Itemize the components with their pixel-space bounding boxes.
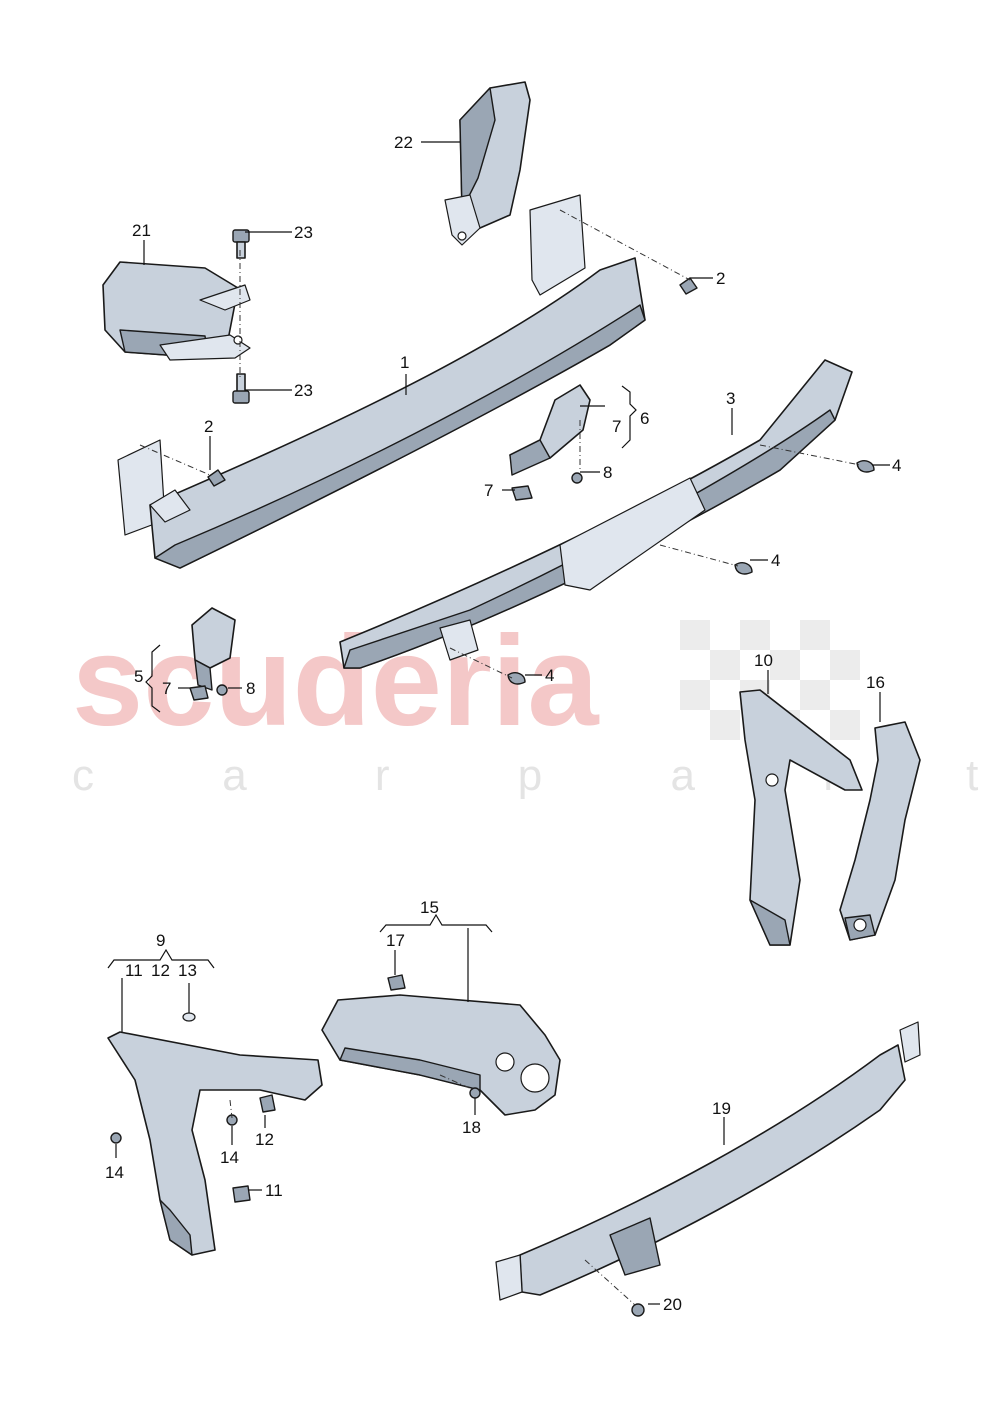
part-15-guide-piece bbox=[321, 994, 561, 1116]
callout-19: 19 bbox=[712, 1099, 731, 1118]
callout-3: 3 bbox=[726, 389, 735, 408]
fastener-parts bbox=[110, 277, 875, 1317]
part-2-bolt-right bbox=[679, 277, 698, 295]
callout-21: 21 bbox=[132, 221, 151, 240]
callout-11: 11 bbox=[265, 1181, 283, 1200]
callout-14-right: 14 bbox=[220, 1148, 239, 1167]
callout-8-lower: 8 bbox=[246, 679, 255, 698]
part-10-bracket bbox=[739, 689, 863, 946]
part-18-screw bbox=[469, 1087, 481, 1099]
part-16-side-guide bbox=[839, 721, 921, 941]
callout-11-group: 11 bbox=[125, 961, 143, 980]
part-7-nut-lower bbox=[189, 685, 209, 701]
callout-8-upper: 8 bbox=[603, 463, 612, 482]
part-3-energy-absorber bbox=[339, 359, 853, 669]
callout-6: 6 bbox=[640, 409, 649, 428]
callout-1: 1 bbox=[400, 353, 409, 372]
callout-7-lower: 7 bbox=[162, 679, 171, 698]
callout-4-middle: 4 bbox=[771, 551, 780, 570]
callout-10: 10 bbox=[754, 651, 773, 670]
part-21-crash-box bbox=[102, 261, 251, 361]
callout-4-lower: 4 bbox=[545, 666, 554, 685]
part-1-bumper-carrier bbox=[117, 194, 646, 569]
callout-16: 16 bbox=[866, 673, 885, 692]
part-8-screw-upper bbox=[571, 472, 583, 484]
part-14-screw-left bbox=[110, 1132, 122, 1144]
callout-14-left: 14 bbox=[105, 1163, 124, 1182]
callout-4-right: 4 bbox=[892, 456, 901, 475]
part-9-bracket bbox=[107, 1031, 323, 1256]
part-2-bolt-left bbox=[207, 469, 226, 487]
callout-labels: 22 21 23 23 1 2 2 3 6 7 8 7 4 4 4 5 7 8 … bbox=[105, 133, 901, 1314]
callout-15: 15 bbox=[420, 898, 439, 917]
part-12-clip bbox=[259, 1094, 276, 1113]
part-22-bracket bbox=[444, 81, 531, 246]
callout-12-group: 12 bbox=[151, 961, 170, 980]
part-6-guide bbox=[509, 384, 591, 476]
callout-12: 12 bbox=[255, 1130, 274, 1149]
part-23-bolt-upper bbox=[232, 229, 250, 259]
callout-2-left: 2 bbox=[204, 417, 213, 436]
part-23-bolt-lower bbox=[232, 373, 250, 404]
callout-22: 22 bbox=[394, 133, 413, 152]
part-7-nut-upper bbox=[511, 485, 533, 501]
part-13-grommet bbox=[182, 1012, 196, 1022]
callout-2-right: 2 bbox=[716, 269, 725, 288]
part-4-clip-middle bbox=[734, 562, 753, 575]
part-5-bracket bbox=[191, 607, 236, 691]
part-11-nut bbox=[232, 1185, 251, 1203]
part-19-lower-beam bbox=[495, 1021, 921, 1301]
part-4-clip-lower bbox=[507, 672, 526, 685]
part-4-clip-right bbox=[856, 460, 875, 473]
callout-18: 18 bbox=[462, 1118, 481, 1137]
callout-17: 17 bbox=[386, 931, 405, 950]
callout-7-upper: 7 bbox=[484, 481, 493, 500]
leader-lines bbox=[107, 141, 890, 1305]
callout-13: 13 bbox=[178, 961, 197, 980]
part-20-clip bbox=[631, 1303, 645, 1317]
part-8-screw-lower bbox=[216, 684, 228, 696]
assembly-lines bbox=[139, 209, 861, 1306]
part-17-nut bbox=[387, 974, 406, 991]
callout-7-brace: 7 bbox=[612, 417, 621, 436]
callout-23-upper: 23 bbox=[294, 223, 313, 242]
callout-23-lower: 23 bbox=[294, 381, 313, 400]
callout-20: 20 bbox=[663, 1295, 682, 1314]
callout-9: 9 bbox=[156, 931, 165, 950]
callout-5: 5 bbox=[134, 667, 143, 686]
